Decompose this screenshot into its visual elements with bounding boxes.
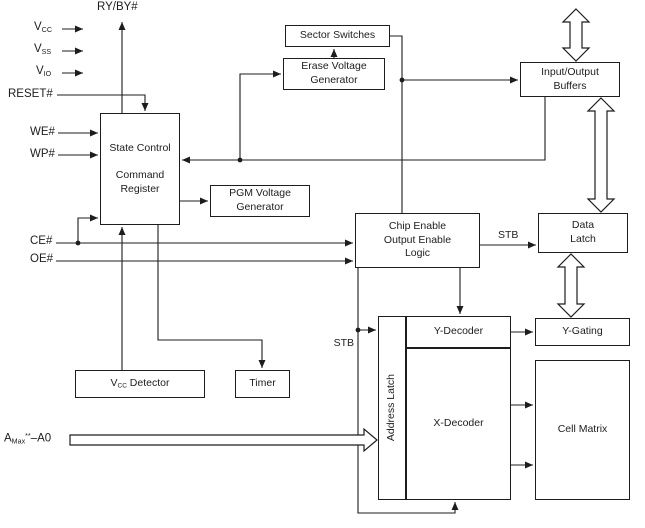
chip-enable-label-3: Logic [404, 247, 431, 260]
chip-enable-label-1: Chip Enable [388, 220, 447, 233]
block-y-decoder: Y-Decoder [406, 316, 511, 348]
block-data-latch: Data Latch [538, 213, 628, 253]
sector-switches-label: Sector Switches [299, 29, 376, 42]
io-buffers-label-2: Buffers [553, 79, 587, 92]
y-decoder-label: Y-Decoder [433, 325, 484, 338]
junction-dots [75, 77, 405, 333]
vcc-label: VCC [34, 21, 52, 34]
datalatch-ygating-arrow [556, 253, 586, 318]
command-register-label: Command Register [115, 169, 165, 195]
erase-vg-label-2: Generator [310, 74, 358, 86]
block-cell-matrix: Cell Matrix [535, 360, 630, 500]
block-erase-voltage-generator: Erase Voltage Generator [283, 58, 385, 90]
cell-matrix-label: Cell Matrix [557, 423, 608, 436]
vcc-detector-label: VCC Detector [110, 376, 170, 390]
io-buffers-label-1: Input/Output [541, 65, 599, 78]
data-latch-label-1: Data [571, 219, 595, 232]
address-bus-arrow [69, 427, 378, 453]
block-chip-enable-output-enable-logic: Chip Enable Output Enable Logic [355, 213, 480, 268]
io-datalatch-arrow [586, 97, 616, 213]
stb-data-latch-label: STB [498, 229, 519, 241]
we-label: WE# [30, 126, 55, 138]
pgm-vg-label-2: Generator [236, 201, 284, 213]
timer-label: Timer [249, 377, 276, 390]
vio-label: VIO [36, 65, 52, 78]
erase-vg-label-1: Erase Voltage [301, 60, 367, 73]
address-latch-label: Address Latch [385, 374, 398, 442]
y-gating-label: Y-Gating [562, 325, 603, 338]
block-state-control: State Control Command Register [100, 113, 180, 225]
address-bus-label: AMax**–A0 [4, 432, 52, 446]
oe-label: OE# [30, 253, 54, 265]
vss-label: VSS [34, 43, 52, 56]
block-address-latch: Address Latch [378, 316, 406, 500]
state-control-label: State Control [109, 141, 171, 154]
block-vcc-detector: VCC Detector [75, 370, 205, 398]
x-decoder-label: X-Decoder [433, 417, 484, 430]
block-x-decoder: X-Decoder [406, 348, 511, 500]
data-latch-label-2: Latch [570, 233, 596, 245]
bus-arrows [69, 8, 616, 453]
block-pgm-voltage-generator: PGM Voltage Generator [210, 185, 310, 217]
block-timer: Timer [235, 370, 290, 398]
stb-address-latch-label: STB [333, 337, 354, 349]
block-y-gating: Y-Gating [535, 318, 630, 346]
chip-enable-label-2: Output Enable [383, 233, 452, 246]
wp-label: WP# [30, 148, 55, 160]
dq-pins-arrow [561, 8, 591, 62]
reset-label: RESET# [8, 88, 53, 100]
ryby-label: RY/BY# [97, 1, 138, 13]
block-io-buffers: Input/Output Buffers [520, 62, 620, 97]
pgm-vg-label-1: PGM Voltage [229, 187, 291, 200]
block-sector-switches: Sector Switches [285, 25, 390, 47]
ce-label: CE# [30, 235, 53, 247]
